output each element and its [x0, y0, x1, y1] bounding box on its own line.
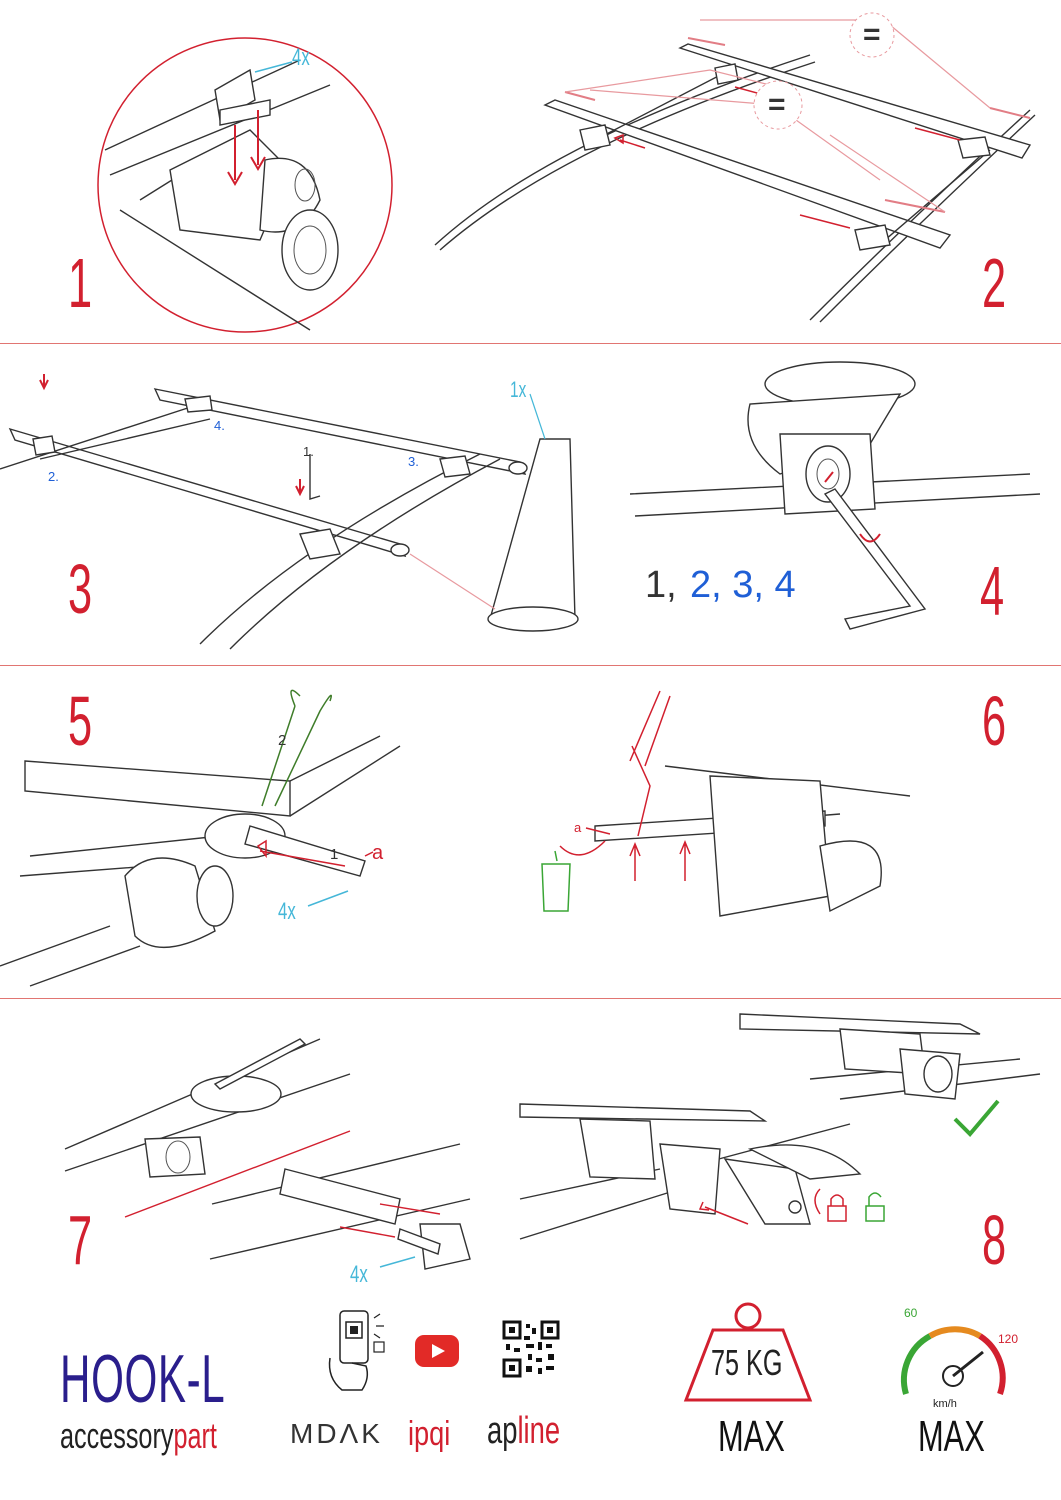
step-7-panel: 4x 7 — [0, 999, 520, 1299]
brand-accessory-text: accessory — [60, 1415, 174, 1456]
step-1-qty-label: 4x — [292, 44, 310, 71]
step-2-panel: = = 2 — [430, 0, 1061, 343]
step-8-panel: 8 — [519, 999, 1061, 1299]
phone-scan-icon — [328, 1310, 385, 1391]
speed-unit: km/h — [933, 1398, 957, 1410]
brand-ap-text: ap — [487, 1410, 518, 1452]
step-5-label-a: a — [372, 842, 384, 864]
step-4-order-rest: 2, 3, 4 — [690, 564, 796, 606]
step-3-sub-4: 4. — [214, 418, 225, 433]
speedometer-icon — [901, 1326, 1006, 1395]
step-3-number: 3 — [68, 550, 92, 628]
step-5-illustration — [0, 689, 401, 987]
step-3-sub-2: 2. — [48, 469, 59, 484]
step-6-panel: a 6 — [520, 666, 1061, 998]
youtube-icon[interactable] — [415, 1335, 459, 1367]
step-8-number: 8 — [982, 1201, 1006, 1279]
brand-apline: apline — [487, 1410, 560, 1453]
step-5-label-1: 1 — [330, 846, 339, 863]
brand-part-text: part — [173, 1415, 217, 1456]
speed-max: MAX — [918, 1412, 985, 1461]
step-2-equal-top: = — [863, 18, 881, 51]
step-3-sub-1: 1. — [303, 444, 314, 459]
weight-icon — [683, 1302, 813, 1402]
step-6-label-a: a — [574, 820, 582, 835]
weight-label: 75 KG — [711, 1342, 783, 1383]
step-6-illustration — [541, 690, 911, 917]
step-3-illustration — [0, 374, 579, 650]
speed-60-label: 60 — [904, 1306, 918, 1320]
divider-3 — [0, 998, 1061, 999]
step-4-number: 4 — [980, 552, 1004, 630]
step-2-illustration — [434, 12, 1036, 323]
divider-1 — [0, 343, 1061, 344]
speed-120-label: 120 — [998, 1332, 1019, 1346]
step-2-number: 2 — [982, 244, 1006, 322]
step-3-panel: 1x 1. 2. 3. 4. 3 — [0, 344, 620, 664]
step-1-illustration — [97, 37, 393, 333]
step-4-order-first: 1, — [645, 564, 677, 606]
step-5-label-2: 2 — [278, 732, 287, 749]
step-3-qty-label: 1x — [510, 377, 527, 402]
footer: HOOK-L accessorypart MDΛK ipqi apline — [0, 1300, 1061, 1500]
step-4-panel: 1, 2, 3, 4 4 — [620, 344, 1061, 664]
brand-ipqi: ipqi — [408, 1415, 451, 1453]
step-5-panel: 1 2 a 4x 5 — [0, 666, 520, 998]
brand-mdak: MDΛK — [290, 1418, 383, 1449]
brand-line-text: line — [517, 1410, 561, 1452]
step-3-sub-3: 3. — [408, 454, 419, 469]
weight-max: MAX — [718, 1412, 785, 1461]
step-6-number: 6 — [982, 682, 1006, 760]
step-1-number: 1 — [68, 244, 92, 322]
divider-2 — [0, 665, 1061, 666]
step-7-number: 7 — [68, 1201, 92, 1279]
product-name: HOOK-L — [60, 1341, 226, 1417]
step-5-qty-label: 4x — [278, 898, 296, 925]
step-8-illustration — [519, 1013, 1041, 1240]
step-2-equal-mid: = — [768, 88, 786, 121]
qr-code-icon[interactable] — [502, 1320, 560, 1378]
step-7-illustration — [64, 1038, 471, 1270]
step-4-illustration — [629, 361, 1041, 630]
step-1-panel: 4x 1 — [0, 0, 530, 343]
step-7-qty-label: 4x — [350, 1261, 368, 1288]
step-5-number: 5 — [68, 682, 92, 760]
brand-accessorypart: accessorypart — [60, 1415, 217, 1457]
